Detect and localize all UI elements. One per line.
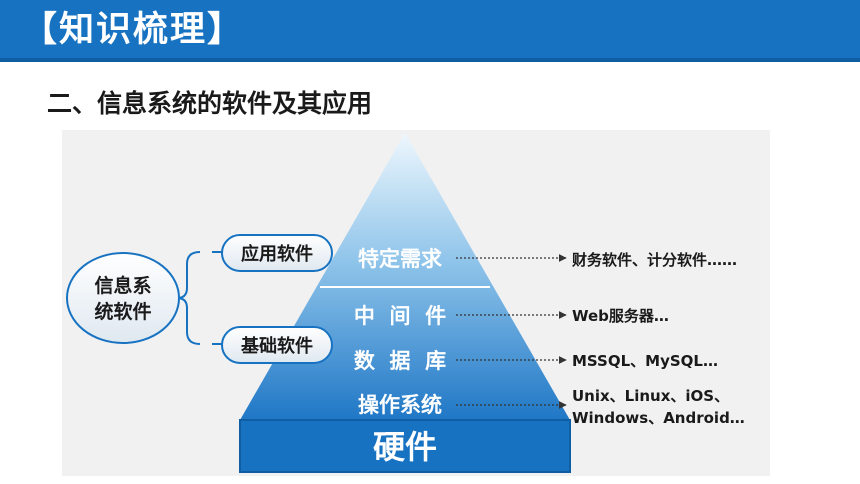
layer-label-middleware: 中 间 件 — [354, 304, 446, 328]
hardware-label: 硬件 — [373, 428, 437, 466]
pyramid-shape — [240, 133, 570, 420]
header-title: 【知识梳理】 — [22, 10, 245, 50]
root-label-line1: 信息系 — [94, 274, 151, 297]
layer-label-operating-system: 操作系统 — [358, 393, 442, 417]
category-pill-basic — [221, 326, 333, 364]
category-pill-application — [221, 234, 333, 272]
layer-label-specific-needs: 特定需求 — [358, 247, 442, 271]
example-database: MSSQL、MySQL… — [572, 352, 718, 370]
header-bar: 【知识梳理】 — [0, 0, 860, 62]
hardware-base — [240, 420, 570, 472]
example-operating-system-line2: Windows、Android… — [572, 409, 745, 427]
example-application-software: 财务软件、计分软件…… — [572, 251, 737, 269]
category-label-basic: 基础软件 — [240, 335, 313, 357]
root-label-line2: 统软件 — [94, 300, 151, 323]
example-middleware: Web服务器… — [572, 307, 669, 325]
layer-label-database: 数 据 库 — [354, 349, 446, 373]
root-ellipse — [66, 252, 180, 344]
section-title: 二、信息系统的软件及其应用 — [47, 89, 373, 118]
category-label-application: 应用软件 — [241, 243, 313, 265]
bracket-root — [176, 251, 201, 345]
example-operating-system-line1: Unix、Linux、iOS、 — [572, 387, 729, 405]
